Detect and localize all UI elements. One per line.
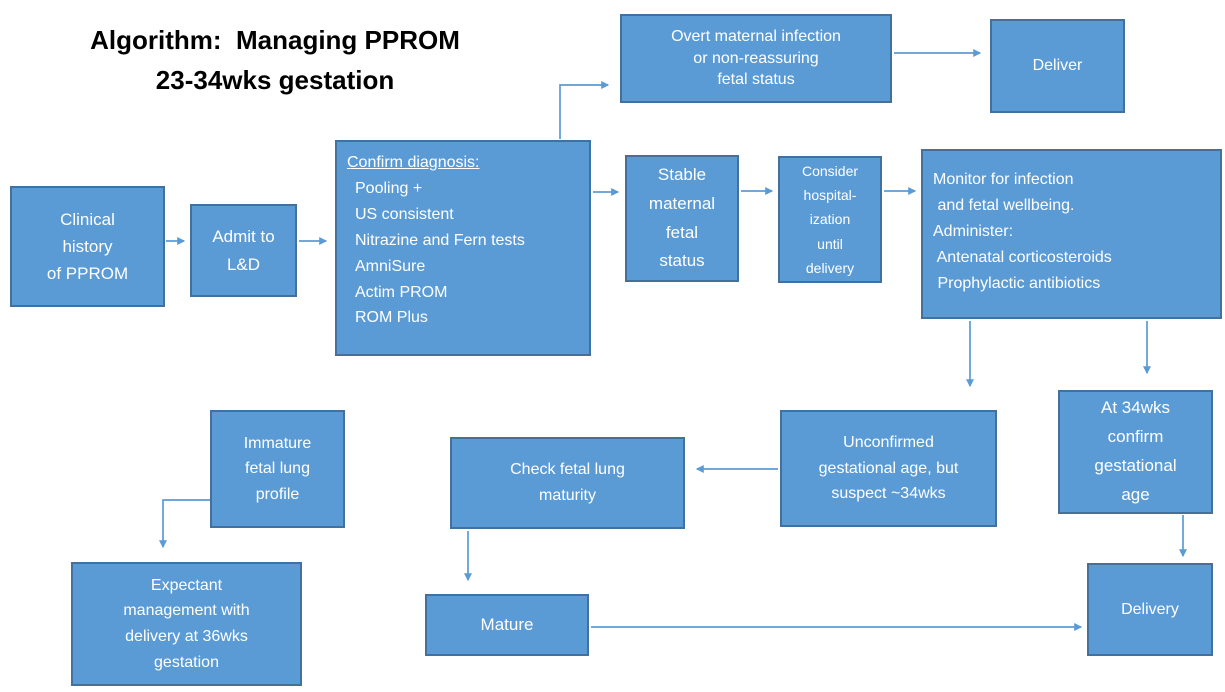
text-line: Immature [243, 434, 312, 452]
text-line: Consider [801, 163, 859, 180]
deliver-label: Deliver [1032, 57, 1083, 75]
text-line: Nitrazine and Fern tests [355, 231, 525, 249]
text-line: gestation [154, 653, 219, 671]
text-line: Unconfirmed [843, 434, 934, 452]
text-line: and fetal wellbeing. [933, 196, 1075, 214]
text-line: hospital- [803, 187, 857, 204]
box-delivery: Delivery [1087, 563, 1213, 656]
text-line: Clinical [60, 209, 115, 229]
text-line: confirm [1107, 427, 1164, 447]
text-line: of PPROM [46, 264, 129, 284]
confirm-diagnosis-heading: Confirm diagnosis: [347, 154, 480, 171]
text-line: ization [809, 211, 851, 228]
text-line: Check fetal lung [510, 461, 625, 479]
text-line: delivery [805, 259, 855, 276]
text-line: AmniSure [355, 257, 426, 275]
text-line: fetal [665, 222, 699, 242]
text-line: Administer: [933, 222, 1014, 240]
text-line: status [659, 251, 705, 271]
text-line: Prophylactic antibiotics [933, 274, 1101, 292]
text-line: maternal [648, 193, 716, 213]
text-line: Antenatal corticosteroids [933, 248, 1112, 266]
box-clinical-history: Clinical history of PPROM [10, 186, 165, 307]
arrow-confirm-to-overt [559, 81, 610, 139]
box-expectant-management: Expectant management with delivery at 36wk… [71, 562, 302, 686]
text-line: fetal lung [245, 460, 310, 478]
text-line: Monitor for infection [933, 171, 1074, 188]
box-deliver: Deliver [990, 19, 1125, 113]
box-confirm-diagnosis: Confirm diagnosis: Pooling + US consisten… [335, 140, 591, 356]
text-line: ROM Plus [355, 309, 428, 327]
box-immature-lung: Immature fetal lung profile [210, 410, 345, 528]
box-monitor-administer: Monitor for infection and fetal wellbein… [921, 149, 1222, 319]
box-stable-status: Stable maternal fetal status [625, 155, 739, 282]
text-line: until [817, 235, 843, 252]
text-line: Overt maternal infection [671, 28, 841, 46]
arrow-immature-to-expectant [159, 499, 210, 549]
text-line: gestational age, but [818, 459, 959, 477]
text-line: management with [123, 602, 250, 620]
delivery-label: Delivery [1121, 600, 1179, 618]
text-line: age [1121, 484, 1150, 504]
text-line: At 34wks [1101, 398, 1170, 418]
text-line: Admit to [212, 227, 275, 247]
box-mature: Mature [425, 594, 589, 656]
text-line: suspect ~34wks [831, 485, 946, 503]
text-line: Actim PROM [355, 283, 448, 301]
box-overt-infection: Overt maternal infection or non-reassurin… [620, 14, 892, 103]
box-unconfirmed-age: Unconfirmed gestational age, but suspect ~… [780, 410, 997, 527]
text-line: L&D [226, 254, 261, 274]
text-line: or non-reassuring [693, 49, 819, 67]
text-line: Pooling + [355, 179, 423, 197]
text-line: profile [255, 485, 300, 503]
diagram-title: Algorithm: Managing PPROM 23-34wks gesta… [35, 20, 515, 101]
text-line: delivery at 36wks [125, 628, 248, 645]
text-line: Stable [657, 164, 707, 184]
box-consider-hospitalization: Consider hospital-ization until delivery [778, 156, 882, 283]
text-line: maturity [539, 487, 596, 504]
text-line: history [62, 236, 113, 256]
title-line-1: Algorithm: Managing PPROM [90, 25, 460, 55]
text-line: fetal status [717, 71, 795, 89]
text-line: gestational [1094, 456, 1177, 475]
text-line: US consistent [355, 205, 454, 223]
text-line: Expectant [150, 576, 223, 594]
title-line-2: 23-34wks gestation [155, 65, 395, 96]
box-at-34wks-confirm: At 34wks confirm gestational age [1058, 390, 1213, 514]
box-admit-ld: Admit to L&D [190, 204, 297, 297]
box-check-lung-maturity: Check fetal lung maturity [450, 437, 685, 529]
mature-label: Mature [480, 614, 534, 634]
